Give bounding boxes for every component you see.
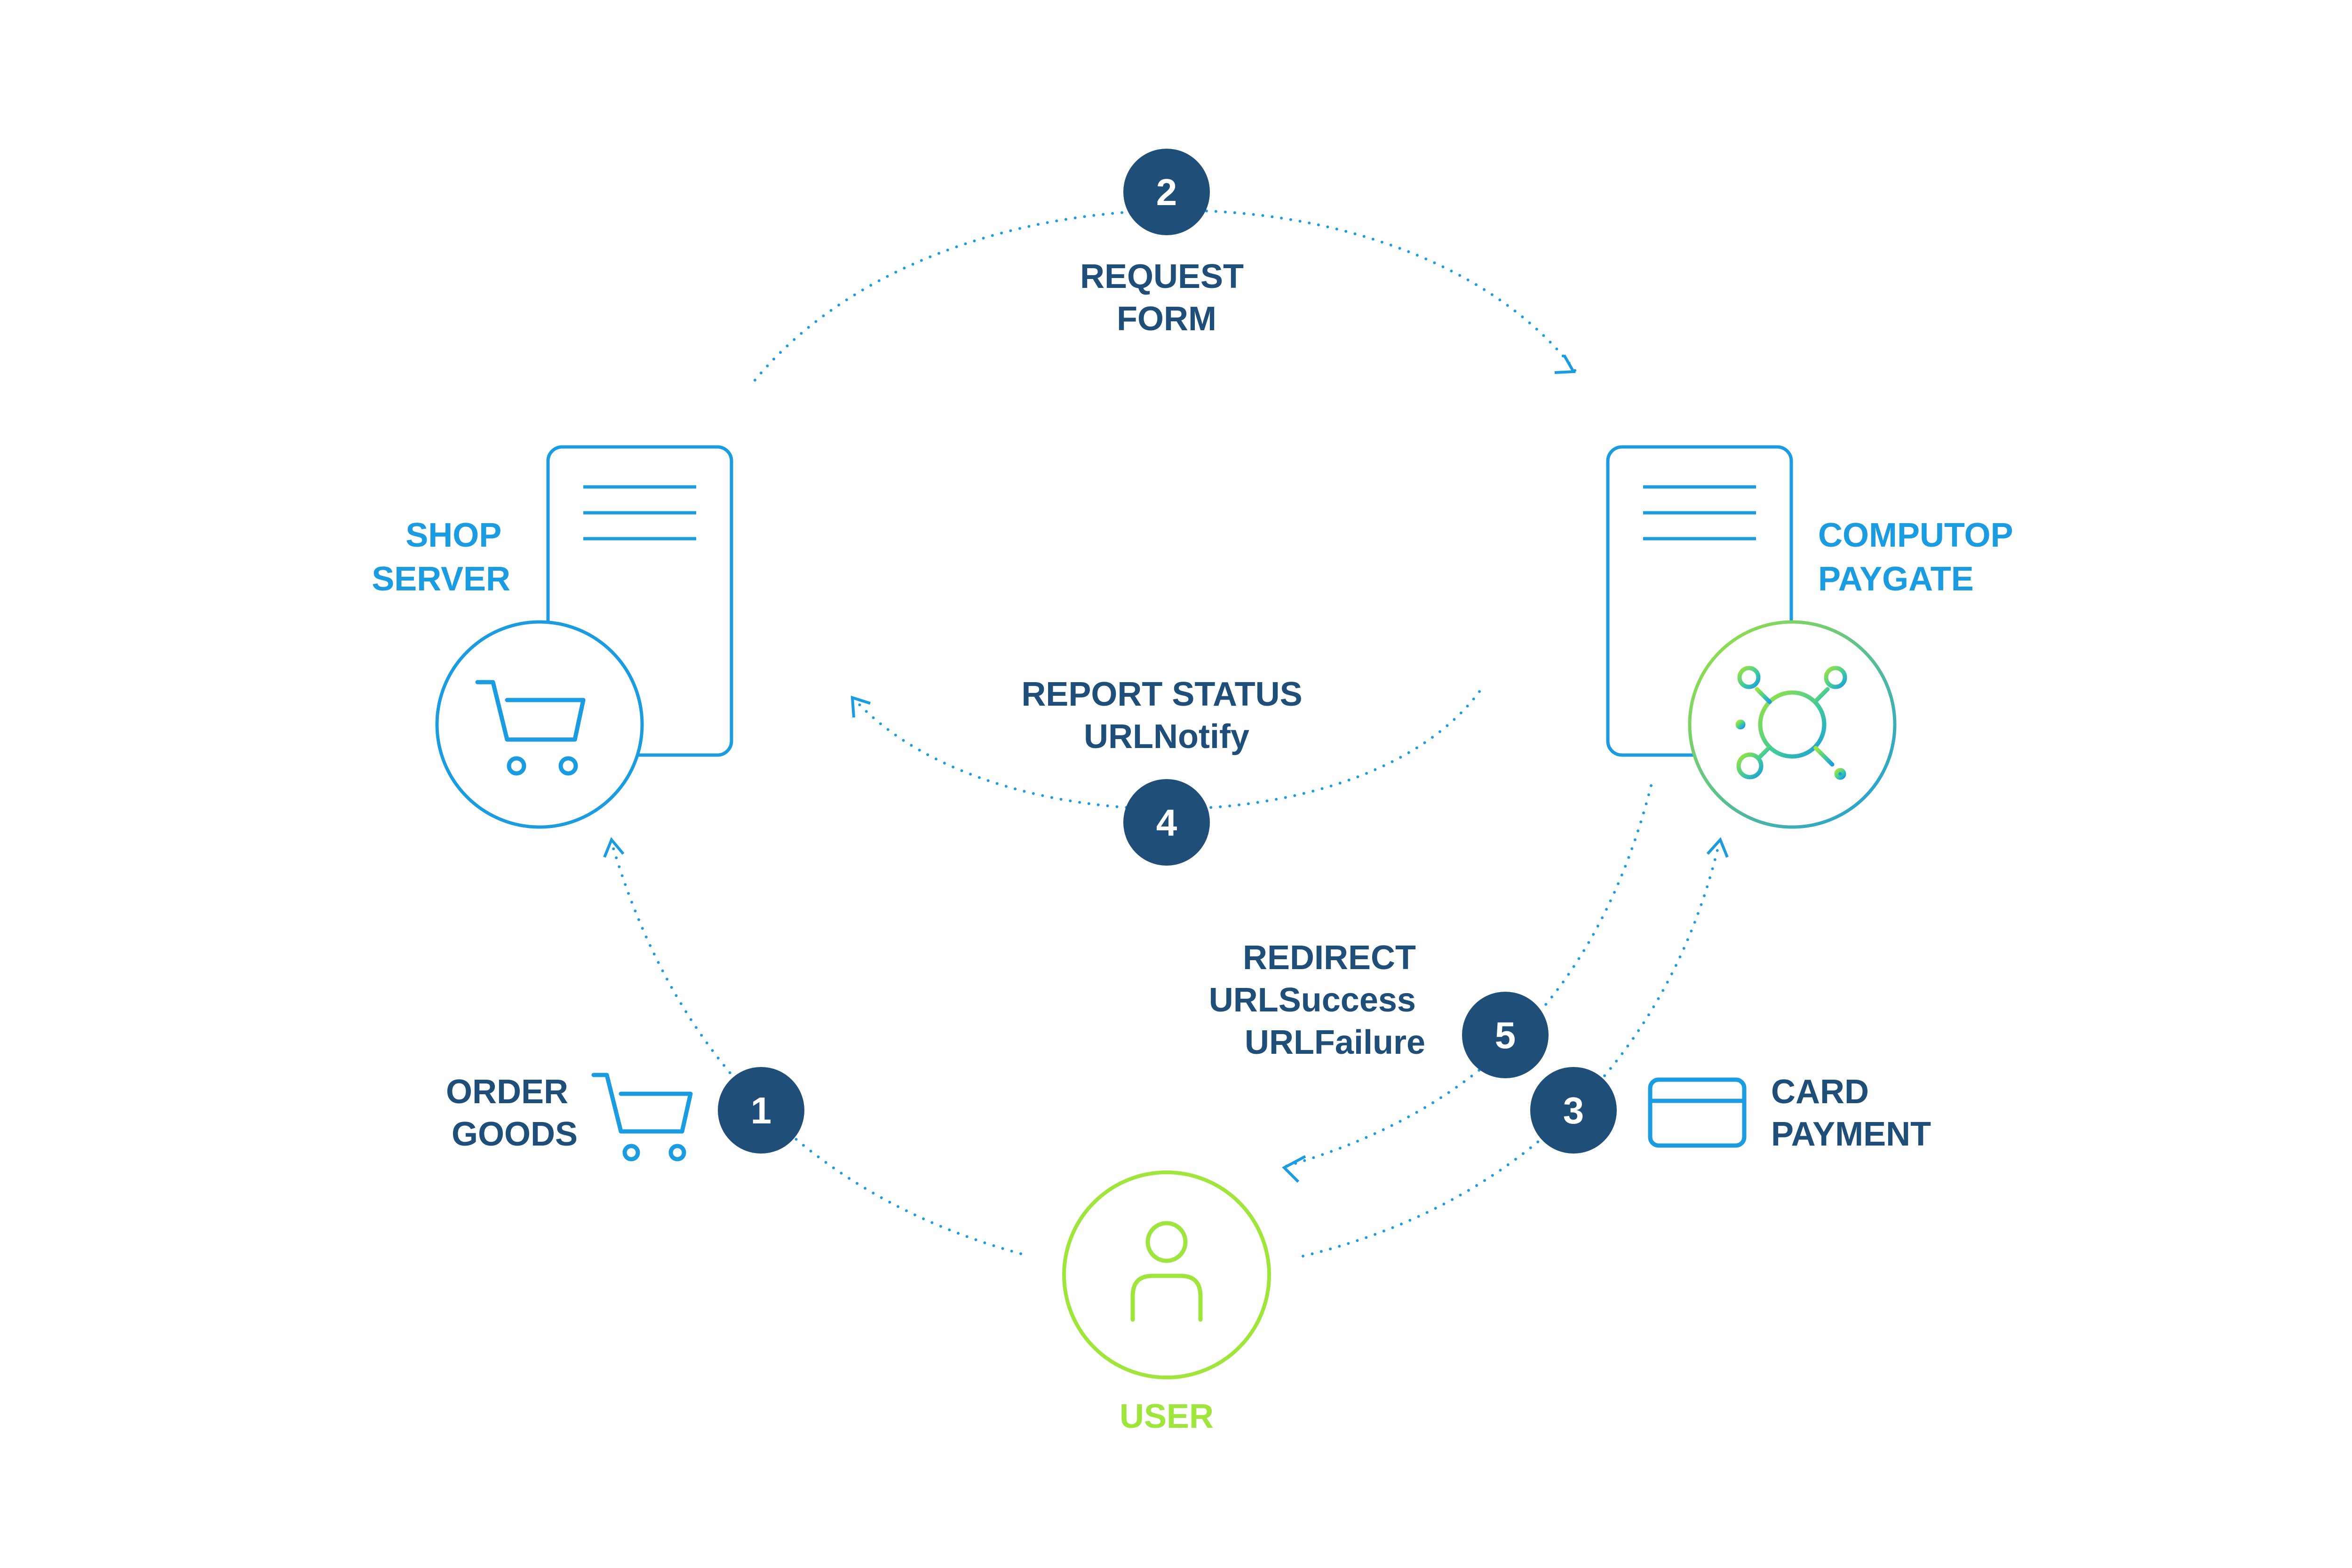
arrowhead-report-status xyxy=(850,695,871,718)
flow-line-order-goods xyxy=(610,841,1022,1255)
computop-paygate-label: COMPUTOP PAYGATE xyxy=(1818,517,2022,598)
arrowhead-redirect xyxy=(1282,1155,1306,1183)
step-4: 4 REPORT STATUS URLNotify xyxy=(1021,676,1311,866)
network-hub-icon xyxy=(1735,666,1847,780)
step-number: 5 xyxy=(1495,1014,1516,1056)
step-number: 4 xyxy=(1156,802,1177,844)
cart-icon xyxy=(591,1073,693,1162)
user-node: USER xyxy=(1062,1170,1271,1435)
step-label: ORDER GOODS xyxy=(446,1073,578,1153)
flow-line-card-payment xyxy=(1302,841,1721,1258)
step-number: 1 xyxy=(751,1090,772,1131)
step-label: REDIRECT URLSuccess URLFailure xyxy=(1209,939,1425,1061)
step-number: 3 xyxy=(1563,1090,1584,1131)
step-badge xyxy=(1123,779,1210,866)
step-2: 2 REQUEST FORM xyxy=(1080,149,1253,338)
step-label: REQUEST FORM xyxy=(1080,258,1253,338)
arrowhead-card-payment xyxy=(1706,837,1729,858)
paygate-circle xyxy=(1688,620,1897,829)
step-5: 5 REDIRECT URLSuccess URLFailure xyxy=(1209,939,1549,1078)
shop-server-circle xyxy=(435,620,644,829)
step-3: 3 CARD PAYMENT xyxy=(1530,1067,1931,1154)
computop-paygate-node: COMPUTOP PAYGATE xyxy=(1606,445,2022,829)
arrowhead-order-goods xyxy=(603,837,625,858)
person-icon xyxy=(1130,1221,1203,1322)
step-label: REPORT STATUS URLNotify xyxy=(1021,676,1311,756)
step-label: CARD PAYMENT xyxy=(1771,1073,1931,1153)
step-badge xyxy=(718,1067,804,1154)
user-label: USER xyxy=(1120,1398,1214,1435)
step-badge xyxy=(1123,149,1210,235)
step-badge xyxy=(1530,1067,1617,1154)
flow-line-redirect xyxy=(1283,784,1653,1168)
step-1: 1 ORDER GOODS xyxy=(446,1067,804,1162)
cart-icon xyxy=(475,680,586,776)
step-badge xyxy=(1462,992,1549,1078)
shop-server-node: SHOP SERVER xyxy=(372,445,733,829)
arrowhead-request-form xyxy=(1554,354,1576,374)
shop-server-label: SHOP SERVER xyxy=(372,517,510,598)
credit-card-icon xyxy=(1648,1077,1747,1148)
step-number: 2 xyxy=(1156,171,1177,213)
